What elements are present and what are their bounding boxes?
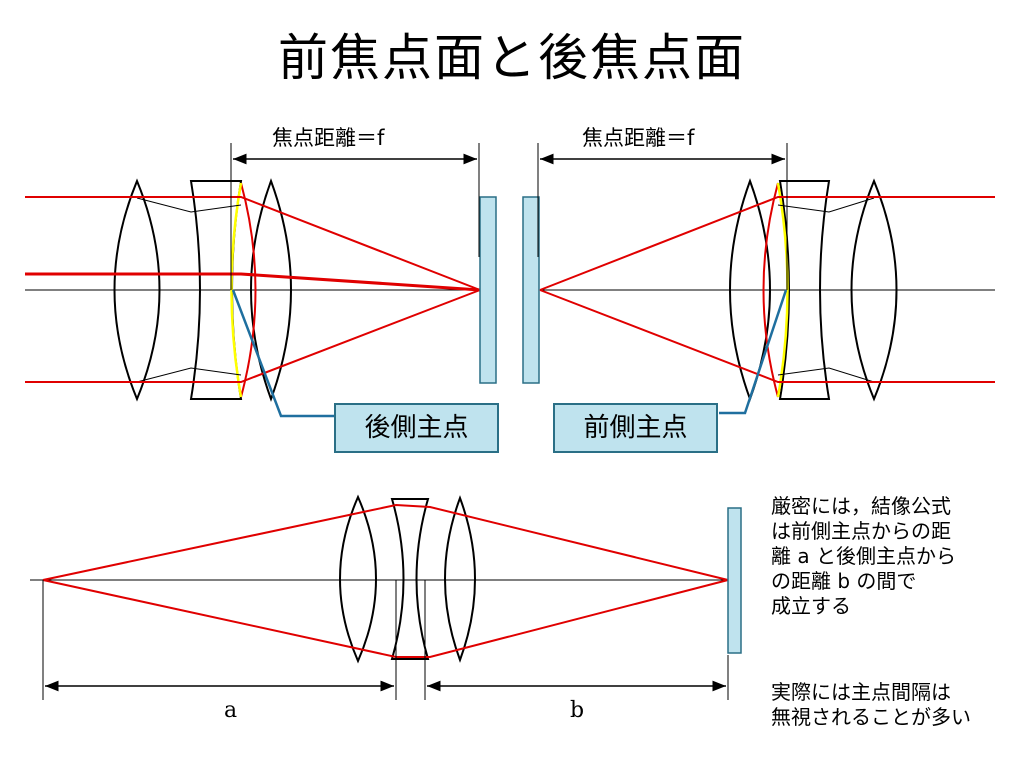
focal-length-label-right: 焦点距離＝f (582, 126, 695, 150)
ray (25, 272, 481, 292)
distance-b-label: b (570, 698, 585, 723)
ray (539, 289, 995, 383)
lens-element (113, 178, 161, 402)
lens-element (444, 495, 476, 663)
internal-ray (136, 197, 242, 213)
front-principal-point-callout: 前側主点 (553, 403, 718, 453)
internal-ray (777, 197, 875, 213)
note-line: 離 a と後側主点から (771, 544, 956, 568)
principal-plane-red (762, 182, 779, 398)
note-line: は前側主点からの距 (771, 519, 951, 543)
image-sensor (727, 507, 742, 654)
ray (42, 503, 729, 581)
ray (42, 579, 729, 658)
note-line: 実際には主点間隔は (771, 680, 951, 704)
front-focal-diagram (522, 143, 995, 415)
principal-plane-red (240, 182, 257, 398)
ray (25, 289, 481, 383)
imaging-diagram (30, 494, 742, 700)
ray (25, 196, 481, 291)
note-line: の距離 b の間で (771, 569, 917, 593)
page-title: 前焦点面と後焦点面 (278, 29, 746, 87)
image-sensor (522, 196, 540, 384)
front-leader-line (719, 289, 788, 415)
distance-a-label: a (224, 698, 238, 723)
note-strict: 厳密には，結像公式 は前側主点からの距 離 a と後側主点から の距離 b の間… (771, 494, 956, 619)
note-line: 成立する (771, 594, 851, 618)
internal-ray (136, 367, 242, 383)
rear-leader-line (231, 289, 335, 418)
rear-principal-point-callout: 後側主点 (334, 403, 499, 453)
focal-length-label-left: 焦点距離＝f (272, 126, 385, 150)
note-line: 無視されることが多い (771, 705, 971, 729)
lens-element (390, 498, 430, 660)
image-sensor (479, 196, 497, 384)
internal-ray (777, 367, 875, 383)
note-line: 厳密には，結像公式 (771, 494, 951, 518)
rear-focal-diagram (25, 143, 497, 418)
note-practice: 実際には主点間隔は 無視されることが多い (771, 680, 971, 730)
principal-plane-yellow (230, 182, 243, 398)
lens-element (778, 180, 831, 400)
lens-element (339, 494, 377, 664)
lens-element (850, 178, 898, 402)
ray (539, 196, 995, 291)
